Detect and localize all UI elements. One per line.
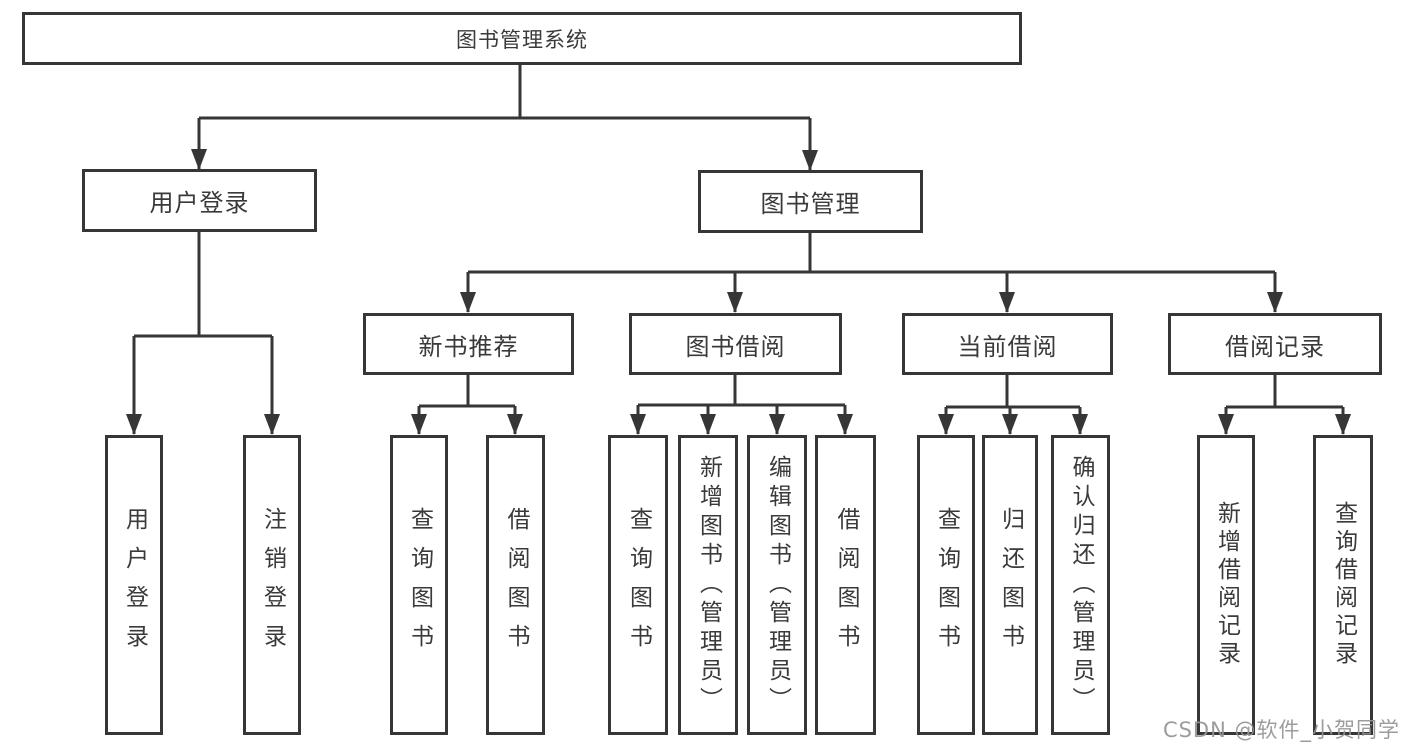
node-user-login: 用户登录	[82, 169, 317, 232]
node-new-book-recommend: 新书推荐	[363, 313, 574, 375]
leaf-query-books-newbooks: 查询图书	[390, 435, 448, 735]
leaf-edit-books-admin: 编辑图书（管理员）	[747, 435, 807, 735]
leaf-add-borrow-record: 新增借阅记录	[1197, 435, 1255, 735]
leaf-user-login: 用户登录	[105, 435, 163, 735]
leaf-add-books-admin: 新增图书（管理员）	[678, 435, 738, 735]
leaf-query-books-current: 查询图书	[917, 435, 975, 735]
node-borrowing-records: 借阅记录	[1168, 313, 1382, 375]
leaf-query-books-borrowing: 查询图书	[608, 435, 668, 735]
leaf-borrow-books-newbooks: 借阅图书	[486, 435, 545, 735]
node-library-management-system: 图书管理系统	[22, 12, 1022, 65]
node-book-management: 图书管理	[698, 170, 923, 233]
leaf-logout: 注销登录	[243, 435, 301, 735]
leaf-query-borrow-record: 查询借阅记录	[1313, 435, 1373, 735]
leaf-confirm-return-admin: 确认归还（管理员）	[1051, 435, 1110, 735]
leaf-borrow-books-borrowing: 借阅图书	[815, 435, 876, 735]
leaf-return-books: 归还图书	[982, 435, 1038, 735]
node-current-borrowing: 当前借阅	[902, 313, 1113, 375]
node-book-borrowing: 图书借阅	[629, 313, 842, 375]
